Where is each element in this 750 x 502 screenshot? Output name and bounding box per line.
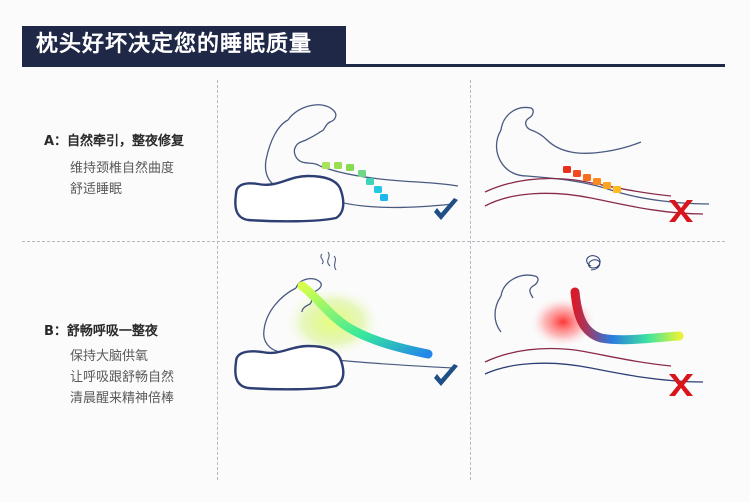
- high-pillow-lower-outline: [484, 362, 704, 383]
- column-divider-right: [470, 80, 471, 480]
- airway-flow: [297, 281, 433, 359]
- good-airway-illustration: [234, 251, 458, 391]
- section-b-desc-line: 清晨醒来精神倍棒: [70, 391, 175, 406]
- contour-pillow: [234, 174, 345, 223]
- row-divider: [22, 241, 725, 242]
- section-b-title: B：舒畅呼吸一整夜: [44, 324, 158, 339]
- head-outline: [287, 104, 337, 167]
- page-title: 枕头好坏决定您的睡眠质量: [36, 32, 313, 57]
- airway-flow: [570, 287, 684, 345]
- airway-glow: [283, 286, 383, 358]
- back-of-head-outline: [495, 129, 528, 177]
- section-a-title: A：自然牵引，整夜修复: [44, 134, 185, 149]
- back-of-head-outline: [494, 295, 502, 333]
- section-a-desc-line: 维持颈椎自然曲度: [70, 161, 175, 176]
- section-a-description: 维持颈椎自然曲度 舒适睡眠: [70, 158, 174, 200]
- bad-airway-illustration: [484, 255, 704, 396]
- section-b-desc-line: 保持大脑供氧: [70, 349, 149, 364]
- contour-pillow: [234, 344, 345, 391]
- section-b-desc-line: 让呼吸跟舒畅自然: [70, 370, 175, 385]
- vertebrae: [563, 166, 621, 193]
- check-icon: [434, 364, 458, 386]
- section-a-desc-line: 舒适睡眠: [70, 182, 123, 197]
- head-outline: [500, 106, 642, 154]
- frustration-scribble: [586, 255, 601, 271]
- column-divider-left: [217, 80, 218, 480]
- cross-icon: [669, 374, 693, 396]
- breath-squiggle: [320, 251, 337, 271]
- high-pillow-lower-outline: [484, 192, 704, 215]
- back-of-head-outline: [263, 287, 297, 353]
- high-pillow-outline: [484, 177, 672, 197]
- cross-icon: [669, 200, 693, 222]
- back-of-head-outline: [264, 119, 289, 187]
- check-icon: [434, 198, 458, 220]
- vertebrae: [322, 162, 388, 201]
- neck-shoulder-outline: [319, 165, 459, 187]
- header-underline: [22, 64, 725, 67]
- header-bar: [22, 26, 346, 64]
- section-b-description: 保持大脑供氧 让呼吸跟舒畅自然 清晨醒来精神倍棒: [70, 346, 174, 409]
- head-outline: [500, 274, 539, 299]
- good-pillow-spine-illustration: [234, 104, 459, 223]
- bad-pillow-spine-illustration: [484, 106, 710, 222]
- high-pillow-outline: [484, 347, 672, 367]
